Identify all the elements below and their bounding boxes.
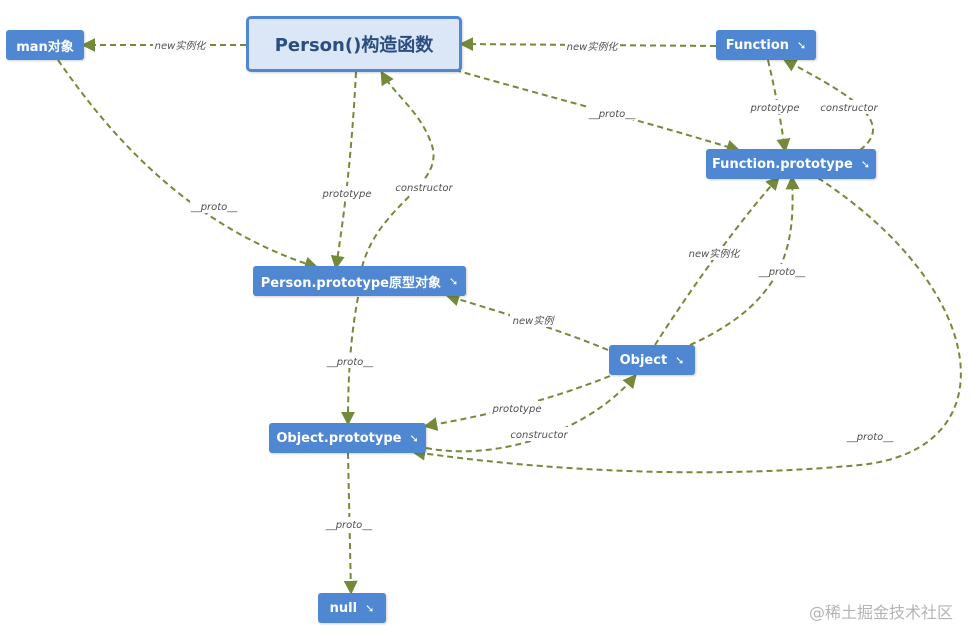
edge-label-e9: new实例化: [687, 246, 742, 260]
svg-text:__proto__: __proto__: [758, 267, 807, 278]
svg-text:__proto__: __proto__: [588, 109, 637, 120]
edge-object-to-function-proto-proto: [689, 175, 800, 346]
node-label: null: [329, 600, 358, 616]
node-label: man对象: [16, 39, 74, 55]
edge-label-e5: constructor: [818, 100, 880, 114]
svg-text:constructor: constructor: [395, 183, 453, 194]
edge-person-proto-to-person-ctor: [361, 70, 435, 268]
edge-label-e3: __proto__: [588, 106, 637, 120]
node-object[interactable]: Object ➘: [609, 345, 695, 375]
edge-label-e13: prototype: [490, 401, 544, 415]
edge-label-e4: prototype: [748, 100, 802, 114]
svg-text:__proto__: __proto__: [190, 202, 239, 213]
node-label: Function.prototype: [711, 156, 853, 172]
edge-label-e14: constructor: [508, 427, 570, 441]
edge-object-to-function-proto-new: [654, 175, 780, 346]
edge-object-proto-to-object: [425, 373, 637, 453]
edge-person-ctor-to-person-proto: [330, 71, 357, 270]
svg-text:new实例化: new实例化: [155, 40, 208, 52]
collapse-arrow-icon[interactable]: ➘: [409, 431, 419, 445]
svg-text:prototype: prototype: [750, 103, 800, 114]
edge-man-to-person-proto: [57, 59, 319, 271]
svg-text:prototype: prototype: [322, 189, 372, 200]
collapse-arrow-icon[interactable]: ➘: [675, 353, 685, 367]
svg-text:prototype: prototype: [492, 404, 542, 415]
svg-text:__proto__: __proto__: [326, 357, 375, 368]
svg-text:new实例: new实例: [513, 315, 556, 327]
watermark: @稀土掘金技术社区: [808, 603, 953, 622]
node-label: Function: [725, 37, 790, 53]
svg-text:constructor: constructor: [510, 430, 568, 441]
edge-label-e15: __proto__: [846, 429, 895, 443]
node-null[interactable]: null ➘: [318, 593, 386, 623]
svg-text:new实例化: new实例化: [689, 248, 742, 260]
edge-person-ctor-to-function-proto: [454, 69, 741, 154]
edge-function-to-person-ctor: [459, 37, 717, 52]
node-person-prototype[interactable]: Person.prototype原型对象 ➘: [253, 266, 466, 296]
collapse-arrow-icon[interactable]: ➘: [449, 274, 459, 288]
svg-text:constructor: constructor: [820, 103, 878, 114]
svg-text:__proto__: __proto__: [846, 432, 895, 443]
svg-text:new实例化: new实例化: [567, 41, 620, 53]
edge-label-e6: __proto__: [190, 199, 239, 213]
edge-label-e7: prototype: [320, 186, 374, 200]
edge-label-e8: constructor: [393, 180, 455, 194]
node-function[interactable]: Function ➘: [716, 30, 816, 60]
node-function-prototype[interactable]: Function.prototype ➘: [706, 149, 876, 179]
node-object-prototype[interactable]: Object.prototype ➘: [269, 423, 426, 453]
node-label: Person()构造函数: [274, 35, 434, 56]
edge-function-proto-to-object-proto: [411, 177, 962, 474]
node-label: Object.prototype: [276, 430, 402, 446]
node-label: Object: [619, 352, 668, 368]
edge-label-e16: __proto__: [325, 517, 374, 531]
collapse-arrow-icon[interactable]: ➘: [365, 601, 375, 615]
collapse-arrow-icon[interactable]: ➘: [860, 157, 871, 171]
node-person-constructor[interactable]: Person()构造函数: [246, 16, 462, 72]
node-label: Person.prototype原型对象: [260, 275, 441, 291]
edge-label-e10: __proto__: [758, 264, 807, 278]
svg-text:__proto__: __proto__: [325, 520, 374, 531]
edge-label-e11: new实例: [510, 313, 556, 327]
collapse-arrow-icon[interactable]: ➘: [797, 38, 807, 52]
edge-label-e1: new实例化: [153, 38, 208, 52]
node-man-object[interactable]: man对象: [6, 30, 84, 60]
edge-label-e12: __proto__: [326, 354, 375, 368]
edge-label-e2: new实例化: [565, 39, 620, 53]
